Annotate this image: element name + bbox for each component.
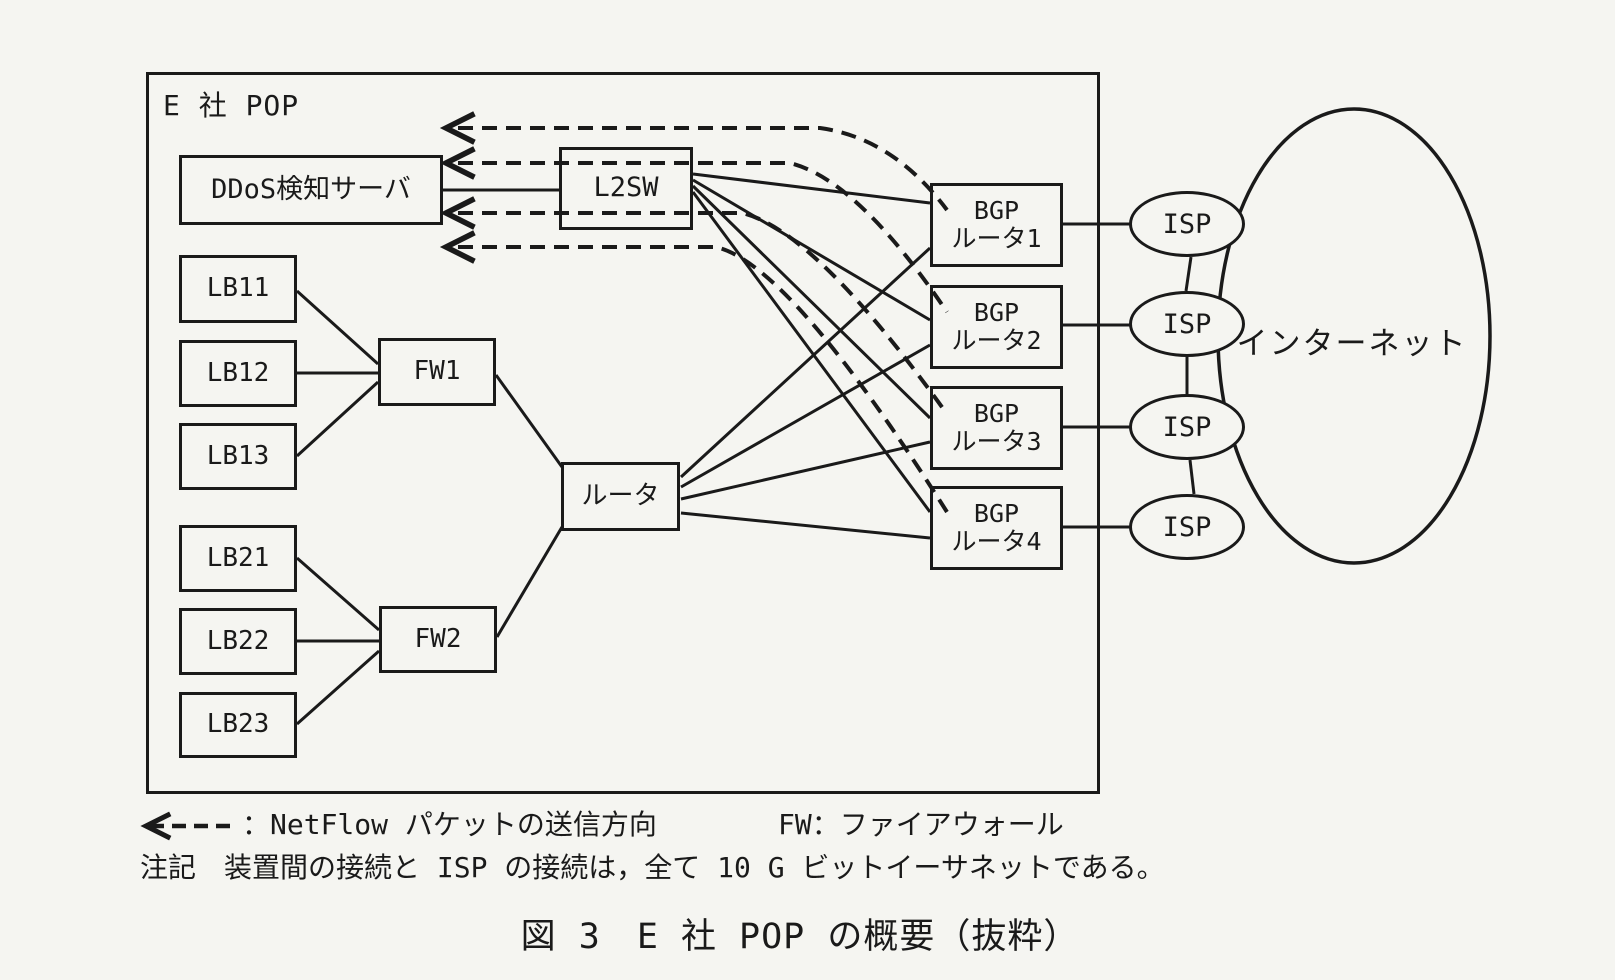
node-bgp-router-4: BGP ルータ4	[930, 486, 1063, 570]
legend-netflow: ：NetFlow パケットの送信方向	[140, 803, 657, 843]
node-isp2-label: ISP	[1162, 308, 1212, 340]
node-lb21-label: LB21	[206, 542, 270, 573]
node-router-label: ルータ	[581, 480, 660, 511]
node-lb21: LB21	[179, 525, 297, 592]
node-router: ルータ	[561, 462, 680, 531]
node-bgp3-line1: BGP	[973, 399, 1020, 428]
legend-fw: FW：ファイアウォール	[778, 803, 1064, 843]
netflow-legend-arrow-icon	[140, 811, 236, 841]
node-lb12-label: LB12	[206, 357, 270, 388]
node-bgp-router-2: BGP ルータ2	[930, 285, 1063, 369]
node-l2sw-label: L2SW	[593, 172, 659, 204]
node-isp4-label: ISP	[1162, 511, 1212, 543]
node-lb22: LB22	[179, 608, 297, 675]
node-bgp2-line1: BGP	[973, 298, 1020, 327]
node-isp-1: ISP	[1129, 191, 1245, 257]
node-lb13-label: LB13	[206, 440, 270, 471]
node-fw2-label: FW2	[414, 623, 462, 654]
node-l2sw: L2SW	[559, 147, 693, 230]
edge-isp3-isp4	[1188, 459, 1196, 495]
node-isp1-label: ISP	[1162, 208, 1212, 240]
figure-caption: 図 3 E 社 POP の概要（抜粋）	[520, 917, 1080, 957]
node-ddos-server: DDoS検知サーバ	[179, 155, 443, 225]
node-lb11: LB11	[179, 255, 297, 323]
node-isp3-label: ISP	[1162, 411, 1212, 443]
node-lb13: LB13	[179, 423, 297, 490]
node-bgp4-line1: BGP	[973, 499, 1020, 528]
node-bgp1-line1: BGP	[973, 196, 1020, 225]
legend-netflow-label: ：NetFlow パケットの送信方向	[242, 808, 657, 841]
node-lb23: LB23	[179, 692, 297, 758]
node-bgp4-line2: ルータ4	[951, 527, 1042, 556]
node-ddos-server-label: DDoS検知サーバ	[211, 173, 411, 205]
node-isp-4: ISP	[1129, 494, 1245, 560]
edge-isp1-isp2	[1184, 256, 1193, 292]
node-fw2: FW2	[379, 606, 497, 673]
node-lb11-label: LB11	[206, 273, 270, 304]
node-lb12: LB12	[179, 340, 297, 407]
legend-fw-label: FW：ファイアウォール	[778, 808, 1064, 841]
node-bgp3-line2: ルータ3	[951, 427, 1042, 456]
diagram-note: 注記 装置間の接続と ISP の接続は，全て 10 G ビットイーサネットである…	[140, 846, 1165, 886]
diagram-note-label: 注記 装置間の接続と ISP の接続は，全て 10 G ビットイーサネットである…	[140, 851, 1165, 884]
node-isp-3: ISP	[1129, 394, 1245, 460]
node-bgp1-line2: ルータ1	[951, 224, 1042, 253]
node-bgp2-line2: ルータ2	[951, 326, 1042, 355]
node-fw1: FW1	[378, 338, 496, 406]
node-internet-label: インターネット	[1236, 326, 1468, 362]
pop-label: E 社 POP	[163, 89, 300, 122]
node-fw1-label: FW1	[413, 356, 461, 387]
node-lb22-label: LB22	[206, 625, 270, 656]
node-bgp-router-1: BGP ルータ1	[930, 183, 1063, 267]
node-lb23-label: LB23	[206, 709, 270, 740]
node-bgp-router-3: BGP ルータ3	[930, 386, 1063, 470]
pop-boundary-box	[146, 72, 1100, 794]
